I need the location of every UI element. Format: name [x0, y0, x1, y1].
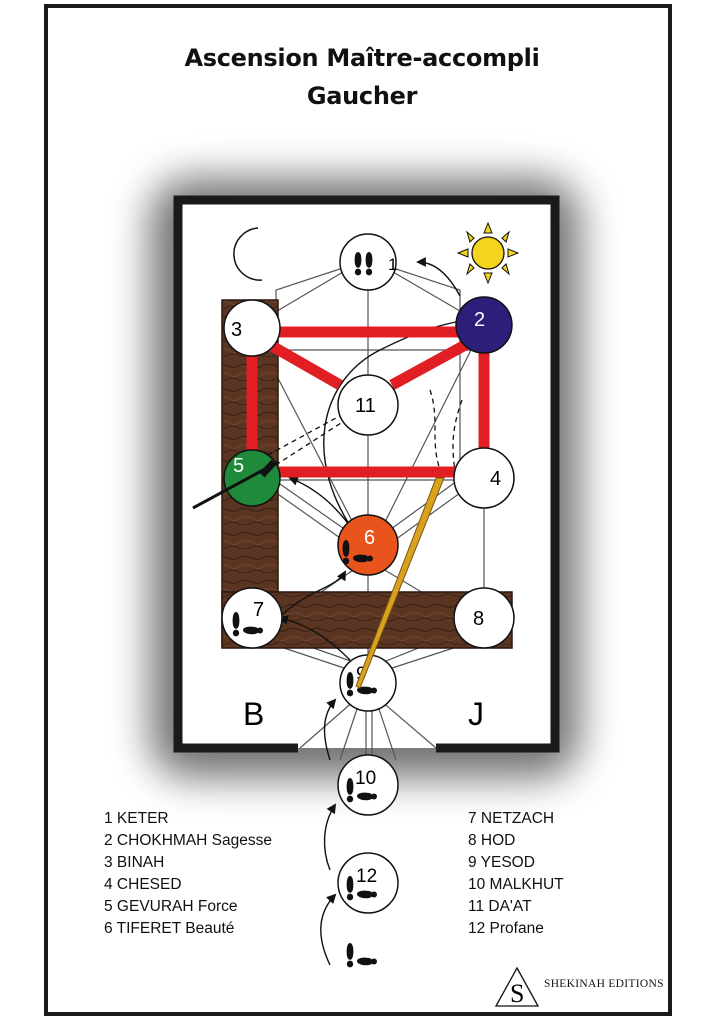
node-7: [221, 587, 283, 649]
brand-name: SHEKINAH EDITIONS: [544, 978, 664, 990]
node-4: [453, 447, 515, 509]
node-2-label: 2: [474, 309, 485, 331]
node-3-label: 3: [231, 319, 242, 341]
footprints-icon: [346, 943, 377, 968]
legend-right: 7 NETZACH 8 HOD 9 YESOD 10 MALKHUT 11 DA…: [468, 808, 564, 940]
legend-item: 10 MALKHUT: [468, 876, 564, 893]
brand-logo: S: [494, 966, 540, 1008]
legend-item: 1 KETER: [104, 810, 169, 827]
pillar-j-label: J: [468, 696, 484, 732]
legend-item: 6 TIFERET Beauté: [104, 920, 235, 937]
brand-letter: S: [510, 979, 524, 1008]
node-3: [223, 299, 281, 357]
sephiroth-nodes: 1 2 3 4 5 6 7 8 9 10 11 12: [221, 233, 515, 914]
pillar-b-label: B: [243, 696, 264, 732]
node-8: [453, 587, 515, 649]
legend-item: 5 GEVURAH Force: [104, 898, 238, 915]
moon-icon: [233, 227, 263, 281]
title-line-1: Ascension Maître-accompli: [184, 44, 540, 72]
node-11-label: 11: [355, 395, 376, 417]
triangle-logo-icon: [494, 966, 540, 1007]
legend-item: 11 DA'AT: [468, 898, 532, 915]
node-5: [223, 449, 281, 507]
node-4-label: 4: [490, 468, 501, 490]
legend-item: 8 HOD: [468, 832, 516, 849]
sun-icon: [456, 221, 520, 285]
title-line-2: Gaucher: [306, 82, 418, 110]
node-5-label: 5: [233, 455, 244, 477]
node-7-label: 7: [253, 599, 264, 621]
node-8-label: 8: [473, 608, 484, 630]
node-6: [337, 514, 399, 576]
node-2: [455, 296, 513, 354]
legend-item: 7 NETZACH: [468, 810, 555, 827]
legend-item: 12 Profane: [468, 920, 544, 937]
legend-item: 4 CHESED: [104, 876, 182, 893]
node-12-label: 12: [356, 866, 377, 887]
legend-item: 3 BINAH: [104, 854, 165, 871]
legend-left: 1 KETER 2 CHOKHMAH Sagesse 3 BINAH 4 CHE…: [104, 808, 272, 940]
legend-item: 2 CHOKHMAH Sagesse: [104, 832, 272, 849]
sword-icon: [192, 459, 445, 689]
node-11: [337, 374, 399, 436]
node-6-label: 6: [364, 527, 375, 549]
legend-item: 9 YESOD: [468, 854, 535, 871]
node-10-label: 10: [355, 768, 376, 789]
node-1-label: 1: [388, 255, 397, 274]
